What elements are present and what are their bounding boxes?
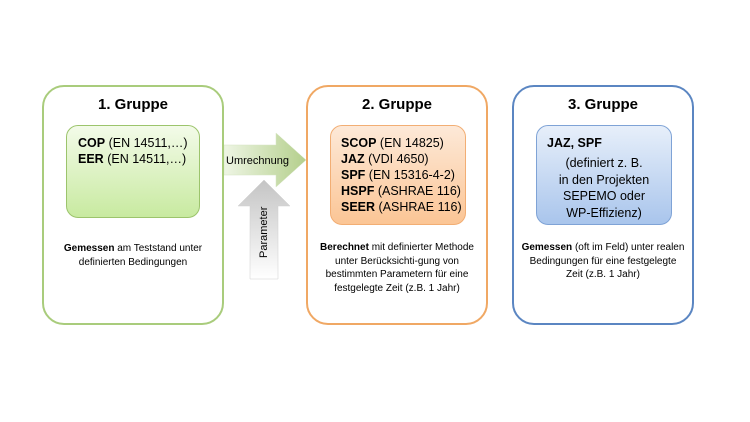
metric-abbr: SCOP <box>341 136 377 150</box>
umrechnung-arrow <box>223 132 307 188</box>
metric-abbr: JAZ <box>341 152 365 166</box>
umrechnung-label: Umrechnung <box>226 155 289 167</box>
caption-text: (oft im Feld) unter realen Bedingungen f… <box>529 242 685 280</box>
group-2-metrics-box: SCOP (EN 14825) JAZ (VDI 4650) SPF (EN 1… <box>330 125 466 225</box>
metric-detail: (EN 14511,…) <box>108 136 188 150</box>
metric-detail: (EN 14825) <box>379 136 444 150</box>
metric-abbr: COP <box>78 136 106 150</box>
metric-abbr: EER <box>78 152 104 166</box>
caption-bold: Gemessen <box>63 243 115 254</box>
metric-abbr: SPF <box>341 168 366 182</box>
metric-item: EER (EN 14511,…) <box>78 151 188 167</box>
metric-item: SEER (ASHRAE 116) <box>341 199 462 215</box>
metric-detail: (ASHRAE 116) <box>377 184 461 198</box>
metric-detail: (ASHRAE 116) <box>378 200 462 214</box>
parameter-arrow <box>237 179 291 280</box>
group-3-metrics-text: (definiert z. B. in den Projekten SEPEMO… <box>558 156 650 220</box>
caption-text: mit definierter Methode unter Berücksich… <box>325 242 474 294</box>
metric-item: HSPF (ASHRAE 116) <box>341 183 462 199</box>
caption-text: am Teststand unter definierten Bedingung… <box>78 243 203 268</box>
group-3-metrics-title: JAZ, SPF <box>547 136 602 150</box>
caption-bold: Gemessen <box>521 242 573 253</box>
group-3-box: 3. Gruppe JAZ, SPF (definiert z. B. in d… <box>512 85 694 325</box>
metric-abbr: SEER <box>341 200 376 214</box>
group-1-metrics-box: COP (EN 14511,…) EER (EN 14511,…) <box>66 125 200 218</box>
group-1-caption: Gemessen am Teststand unter definierten … <box>50 242 216 269</box>
group-1-title: 1. Gruppe <box>97 96 168 113</box>
metric-item: COP (EN 14511,…) <box>78 135 188 151</box>
metric-abbr: HSPF <box>341 184 375 198</box>
group-3-title: 3. Gruppe <box>567 96 638 113</box>
group-3-caption: Gemessen (oft im Feld) unter realen Bedi… <box>520 241 686 282</box>
group-3-metrics-box: JAZ, SPF (definiert z. B. in den Projekt… <box>536 125 672 225</box>
parameter-label: Parameter <box>258 206 270 258</box>
group-2-box: 2. Gruppe SCOP (EN 14825) JAZ (VDI 4650)… <box>306 85 488 325</box>
metric-item: SCOP (EN 14825) <box>341 135 462 151</box>
metric-item: JAZ (VDI 4650) <box>341 151 462 167</box>
metric-detail: (VDI 4650) <box>368 152 429 166</box>
metric-item: SPF (EN 15316-4-2) <box>341 167 462 183</box>
group-2-title: 2. Gruppe <box>361 96 432 113</box>
group-1-box: 1. Gruppe COP (EN 14511,…) EER (EN 14511… <box>42 85 224 325</box>
caption-bold: Berechnet <box>320 242 369 253</box>
group-2-caption: Berechnet mit definierter Methode unter … <box>314 241 480 295</box>
metric-detail: (EN 15316-4-2) <box>368 168 455 182</box>
metric-detail: (EN 14511,…) <box>107 152 187 166</box>
